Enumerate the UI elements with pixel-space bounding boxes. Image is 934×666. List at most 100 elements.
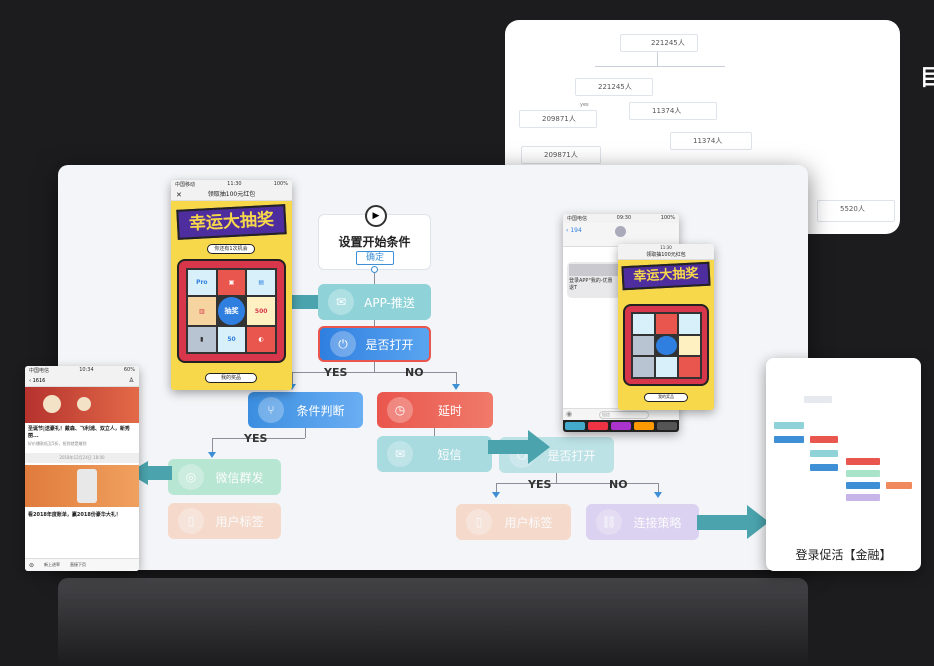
article-1-image xyxy=(25,387,139,423)
delay-label: 延时 xyxy=(437,403,462,418)
message-timestamp: 2018年12月24日 18:00 xyxy=(25,453,139,463)
article-1-title[interactable]: 圣诞节|送豪礼！戴森、飞利浦、双立人，新秀丽... xyxy=(28,426,130,439)
prize-cell xyxy=(633,335,654,356)
mini-node xyxy=(846,470,880,477)
status-time: 11:30 xyxy=(227,181,242,187)
user-tag-1-label: 用户标签 xyxy=(215,514,264,529)
camera-icon[interactable]: ◉ xyxy=(566,410,573,418)
sms-redacted xyxy=(569,264,619,276)
keyboard-icon[interactable]: ⊜ xyxy=(29,561,35,569)
sms-text-2: 退T xyxy=(569,285,578,291)
app-dock xyxy=(563,420,679,432)
yes-label-2: YES xyxy=(244,432,268,445)
status-time: 09:30 xyxy=(616,215,632,221)
sms-bubble: 登录APP"我的-优惠 退T xyxy=(567,262,621,298)
bg-node-1: 221245人 xyxy=(620,34,698,52)
canvas-reflection xyxy=(58,578,808,666)
start-condition-box[interactable]: ▶ 设置开始条件 确定 xyxy=(318,205,431,270)
prize-cell: 500 xyxy=(247,297,275,325)
back-label: 1616 xyxy=(32,378,46,384)
bg-node-6: 209871人 xyxy=(521,146,601,164)
link-strategy-label: 连接策略 xyxy=(633,515,682,530)
prize-grid: Pro ▣ ▤ ▥ 抽奖 500 ▮ 50 ◐ xyxy=(186,268,277,354)
app-push-node[interactable]: ✉ APP-推送 xyxy=(318,284,431,320)
app-icon[interactable] xyxy=(611,422,631,430)
menu-item-1[interactable]: 新上进率 xyxy=(44,562,61,567)
prize-cell: ▮ xyxy=(188,327,216,352)
prize-cell: ▥ xyxy=(188,297,216,325)
bg-node-3: 11374人 xyxy=(629,102,717,120)
partial-heading: 目 xyxy=(920,66,934,91)
draw-button[interactable] xyxy=(656,335,677,356)
user-tag-2-label: 用户标签 xyxy=(504,515,553,530)
condition-label: 条件判断 xyxy=(296,403,345,418)
status-time: 11:30 xyxy=(660,245,672,250)
wechat-header: ‹ 1616 ♙ xyxy=(25,375,139,387)
carrier: 中国电信 xyxy=(29,368,50,374)
wechat-icon: ◎ xyxy=(178,464,204,490)
music-icon[interactable] xyxy=(588,422,608,430)
status-time: 10:34 xyxy=(79,367,94,373)
bg-node-6-label: 209871人 xyxy=(544,151,578,159)
arrow-head-4 xyxy=(747,505,769,539)
wechat-bottom-bar: ⊜ 新上进率 直接下页 xyxy=(25,558,139,571)
power-icon: ⏻ xyxy=(330,331,356,357)
opened-2-label: 是否打开 xyxy=(547,448,596,463)
phone-title-bar: ✕领取抽100元红包 xyxy=(171,189,292,201)
back-button[interactable]: ‹ 194 xyxy=(566,227,582,234)
carrier: 中国电信 xyxy=(567,216,588,222)
mail-icon: ✉ xyxy=(328,289,354,315)
sms-node[interactable]: ✉ 短信 xyxy=(377,436,492,472)
menu-item-2[interactable]: 直接下页 xyxy=(70,562,87,567)
delay-node[interactable]: ◷ 延时 xyxy=(377,392,493,428)
bg-node-2-label: 221245人 xyxy=(598,83,632,91)
confirm-button[interactable]: 确定 xyxy=(356,251,394,265)
prize-cell: ▣ xyxy=(217,270,246,295)
mini-node xyxy=(886,482,912,489)
app-icon[interactable] xyxy=(634,422,654,430)
snowman-icon xyxy=(77,397,91,411)
sms-header: ‹ 194 xyxy=(563,223,679,247)
mini-node xyxy=(846,458,880,465)
link-strategy-node[interactable]: ⛓ 连接策略 xyxy=(586,504,699,540)
snowman-icon xyxy=(43,395,61,413)
bg-node-5: 11374人 xyxy=(670,132,752,150)
bg-node-3-label: 11374人 xyxy=(652,107,682,115)
app-icon[interactable] xyxy=(657,422,677,430)
opened-node-1[interactable]: ⏻ 是否打开 xyxy=(318,326,431,362)
prize-cell xyxy=(679,335,700,356)
bg-yes-label: yes xyxy=(580,102,589,108)
sms-overlay-lottery: 11:30 领取抽100元红包 幸运大抽奖 我的奖品 xyxy=(618,244,714,410)
bg-node-1-label: 221245人 xyxy=(651,39,685,47)
prize-cell xyxy=(656,314,677,334)
prize-cell xyxy=(633,314,654,334)
arrow-head-2 xyxy=(528,430,550,464)
draw-button[interactable]: 抽奖 xyxy=(217,297,246,325)
arrow-bar-4 xyxy=(697,515,747,530)
wechat-group-node[interactable]: ◎ 微信群发 xyxy=(168,459,281,495)
back-button[interactable]: ‹ 1616 xyxy=(29,378,46,384)
user-tag-node-1[interactable]: ▯ 用户标签 xyxy=(168,503,281,539)
no-label-1: NO xyxy=(405,366,424,379)
play-icon: ▶ xyxy=(365,205,387,227)
condition-node[interactable]: ⑂ 条件判断 xyxy=(248,392,363,428)
prize-grid xyxy=(631,312,702,379)
prize-cell: ▤ xyxy=(247,270,275,295)
profile-icon[interactable]: ♙ xyxy=(128,377,134,384)
yes-label-3: YES xyxy=(528,478,552,491)
final-flow-panel[interactable]: 登录促活【金融】 xyxy=(766,358,921,571)
phone-title-bar: 领取抽100元红包 xyxy=(618,251,714,260)
prize-cell xyxy=(633,357,654,377)
app-store-icon[interactable] xyxy=(565,422,585,430)
article-2-title[interactable]: 看2018年度账单，赢2018份豪华大礼！ xyxy=(28,512,121,518)
sms-input[interactable]: 短信 xyxy=(599,411,649,419)
mini-node xyxy=(810,436,838,443)
tv-frame: Pro ▣ ▤ ▥ 抽奖 500 ▮ 50 ◐ xyxy=(177,259,286,363)
contact-avatar xyxy=(615,226,626,237)
user-tag-node-2[interactable]: ▯ 用户标签 xyxy=(456,504,571,540)
poster-chance-pill: 你还有1次机会 xyxy=(207,244,255,254)
poster-title: 幸运大抽奖 xyxy=(176,204,287,240)
my-prize-pill: 我的奖品 xyxy=(205,373,257,383)
